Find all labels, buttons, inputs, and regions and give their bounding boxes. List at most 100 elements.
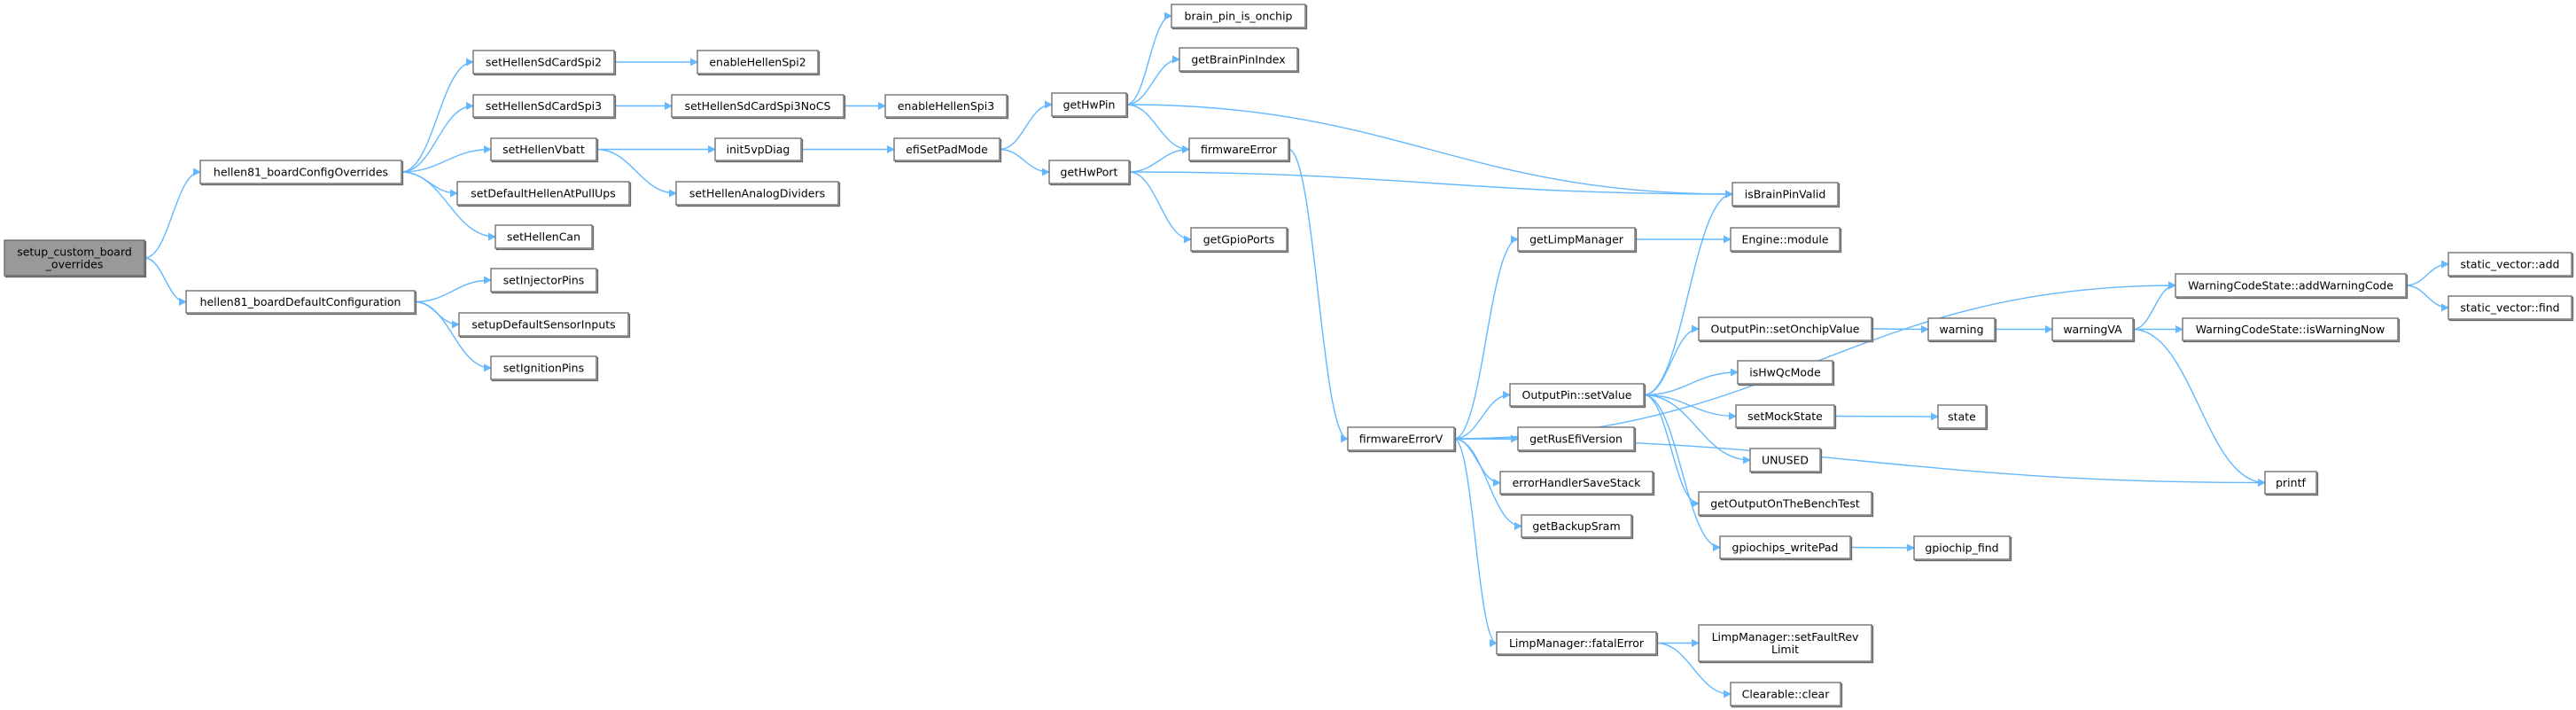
- edge-fatal-to-clear: [1655, 642, 1732, 698]
- node-box: [893, 137, 1000, 161]
- node-box: [2448, 295, 2572, 320]
- node-box: [1517, 426, 1635, 451]
- node-label: setInjectorPins: [503, 274, 585, 287]
- node-box: [1749, 448, 1821, 472]
- node-label: efiSetPadMode: [906, 143, 988, 156]
- node-can[interactable]: setHellenCan: [494, 224, 595, 251]
- node-clear[interactable]: Clearable::clear: [1730, 682, 1843, 708]
- node-label: Clearable::clear: [1742, 688, 1831, 701]
- node-box: [1698, 316, 1872, 341]
- node-enspi2[interactable]: enableHellenSpi2: [697, 50, 821, 76]
- node-init5v[interactable]: init5vpDiag: [714, 137, 804, 163]
- node-label: isBrainPinValid: [1745, 188, 1826, 201]
- node-warningva[interactable]: warningVA: [2051, 317, 2136, 343]
- edge-hwport-to-pinvalid: [1128, 171, 1733, 199]
- node-fatal[interactable]: LimpManager::fatalError: [1496, 631, 1659, 657]
- edge-fwerrv-to-savestack: [1453, 438, 1501, 487]
- node-label: enableHellenSpi2: [709, 56, 805, 69]
- edge-cfg-to-spi3: [401, 102, 474, 173]
- edge-padmode-to-hwport: [999, 148, 1050, 176]
- node-label: getBrainPinIndex: [1191, 53, 1285, 66]
- node-gpiofind[interactable]: gpiochip_find: [1913, 535, 2012, 562]
- edge-addwarn-to-svadd: [2405, 260, 2449, 286]
- edge-cfg-to-can: [401, 171, 496, 241]
- node-box: [1730, 682, 1841, 706]
- node-box: [490, 355, 597, 380]
- node-spi2[interactable]: setHellenSdCardSpi2: [472, 50, 617, 76]
- node-sensor[interactable]: setupDefaultSensorInputs: [458, 312, 631, 339]
- edge-fwerr-to-fwerrv: [1288, 148, 1349, 443]
- node-def[interactable]: hellen81_boardDefaultConfiguration: [185, 290, 417, 316]
- node-box: [714, 137, 802, 161]
- node-hwpin[interactable]: getHwPin: [1051, 92, 1129, 119]
- node-setup[interactable]: setup_custom_board_overrides: [4, 239, 147, 278]
- node-svadd[interactable]: static_vector::add: [2448, 252, 2574, 278]
- edge-fwerrv-to-setvalue: [1453, 391, 1511, 440]
- node-spi3nocs[interactable]: setHellenSdCardSpi3NoCS: [671, 94, 846, 120]
- node-vbatt[interactable]: setHellenVbatt: [490, 137, 599, 163]
- node-box: [490, 268, 597, 293]
- node-label: getOutputOnTheBenchTest: [1710, 497, 1860, 511]
- node-gpioports[interactable]: getGpioPorts: [1190, 227, 1289, 254]
- node-label: getHwPin: [1063, 98, 1116, 112]
- node-spi3[interactable]: setHellenSdCardSpi3: [472, 94, 617, 120]
- node-box: [4, 239, 145, 277]
- node-iswarn[interactable]: WarningCodeState::isWarningNow: [2182, 317, 2401, 343]
- node-label: isHwQcMode: [1749, 366, 1821, 379]
- node-onchip[interactable]: brain_pin_is_onchip: [1171, 4, 1308, 30]
- node-bench[interactable]: getOutputOnTheBenchTest: [1698, 491, 1874, 518]
- node-setvalue[interactable]: OutputPin::setValue: [1509, 383, 1646, 409]
- node-enspi3[interactable]: enableHellenSpi3: [884, 94, 1009, 120]
- edge-def-to-inj: [414, 276, 492, 303]
- node-state[interactable]: state: [1937, 404, 1988, 431]
- node-qc[interactable]: isHwQcMode: [1737, 360, 1835, 386]
- edge-hwpin-to-pinvalid: [1125, 104, 1733, 199]
- node-pinidx[interactable]: getBrainPinIndex: [1179, 47, 1300, 74]
- edge-setvalue-to-writepad: [1643, 394, 1721, 551]
- node-box: [675, 181, 839, 206]
- node-fwerr[interactable]: firmwareError: [1188, 137, 1291, 163]
- node-box: [1188, 137, 1289, 161]
- node-mock[interactable]: setMockState: [1735, 404, 1837, 430]
- node-savestack[interactable]: errorHandlerSaveStack: [1499, 471, 1655, 496]
- node-inj[interactable]: setInjectorPins: [490, 268, 599, 294]
- node-box: [1735, 404, 1835, 428]
- node-box: [1509, 383, 1645, 407]
- node-analog[interactable]: setHellenAnalogDividers: [675, 181, 841, 207]
- node-box: [199, 160, 402, 184]
- edge-cfg-to-spi2: [401, 58, 474, 173]
- node-printf[interactable]: printf: [2264, 471, 2319, 496]
- node-label: setHellenAnalogDividers: [689, 187, 825, 200]
- node-hwport[interactable]: getHwPort: [1048, 160, 1132, 186]
- node-pinvalid[interactable]: isBrainPinValid: [1732, 182, 1841, 208]
- node-warning[interactable]: warning: [1927, 317, 1997, 343]
- node-label: getRusEfiVersion: [1529, 433, 1623, 446]
- node-cfg[interactable]: hellen81_boardConfigOverrides: [199, 160, 404, 186]
- node-unused[interactable]: UNUSED: [1749, 448, 1823, 474]
- edge-fwerrv-to-limpmgr: [1453, 235, 1519, 440]
- node-label: firmwareErrorV: [1359, 433, 1444, 446]
- node-fwerrv[interactable]: firmwareErrorV: [1347, 426, 1457, 453]
- node-box: [1499, 471, 1654, 495]
- edge-setvalue-to-pinvalid: [1643, 190, 1733, 396]
- node-ign[interactable]: setIgnitionPins: [490, 355, 599, 382]
- edge-fwerrv-to-fatal: [1453, 438, 1498, 647]
- node-label: hellen81_boardDefaultConfiguration: [200, 295, 401, 308]
- node-sram[interactable]: getBackupSram: [1521, 514, 1634, 540]
- node-box: [1927, 317, 1996, 341]
- node-label: setHellenSdCardSpi3NoCS: [685, 99, 831, 113]
- node-writepad[interactable]: gpiochips_writePad: [1719, 535, 1853, 561]
- node-label: errorHandlerSaveStack: [1513, 476, 1642, 489]
- node-svfind[interactable]: static_vector::find: [2448, 295, 2574, 322]
- node-limpmgr[interactable]: getLimpManager: [1517, 227, 1638, 254]
- node-onchipval[interactable]: OutputPin::setOnchipValue: [1698, 316, 1874, 343]
- node-rusefi[interactable]: getRusEfiVersion: [1517, 426, 1637, 453]
- node-pullups[interactable]: setDefaultHellenAtPullUps: [456, 181, 632, 207]
- node-addwarn[interactable]: WarningCodeState::addWarningCode: [2175, 273, 2409, 300]
- node-box: [1171, 4, 1306, 28]
- node-padmode[interactable]: efiSetPadMode: [893, 137, 1002, 163]
- node-box: [490, 137, 597, 161]
- node-label: OutputPin::setOnchipValue: [1711, 323, 1860, 336]
- node-module[interactable]: Engine::module: [1730, 227, 1842, 254]
